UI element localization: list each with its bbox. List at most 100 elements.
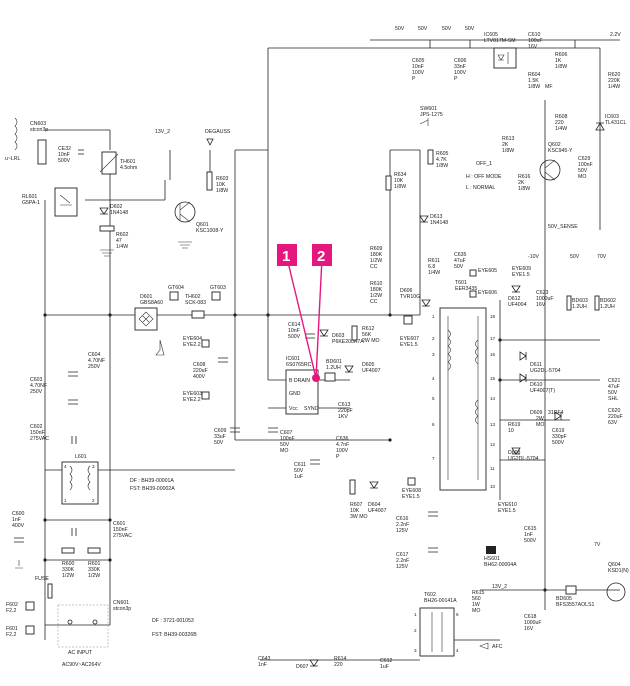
f601-label: F601 — [6, 626, 18, 632]
c603-label: C603 — [30, 377, 43, 383]
neg10v-label: -10V — [528, 254, 539, 260]
r600-watt: 1/2W — [62, 573, 74, 579]
r607-watt: 3W MO — [350, 514, 368, 520]
l-normal-note: L : NORMAL — [466, 185, 495, 191]
t602-label: T602 — [424, 592, 436, 598]
t601-pin3: 3 — [432, 352, 435, 357]
c623-voltage: 16V — [536, 302, 546, 308]
c600-capacitor-icon — [14, 537, 24, 543]
d610-label: D610 — [530, 382, 543, 388]
c608-value: 220uF — [193, 368, 208, 374]
c611-capacitor-icon — [310, 459, 320, 465]
hs601-value: BH62-00004A — [484, 562, 517, 568]
c615-value: 1nF — [524, 532, 533, 538]
q601-transistor-icon — [174, 201, 196, 223]
q602-label: Q602 — [548, 142, 561, 148]
c613-label: C613 — [338, 402, 351, 408]
c602-capacitor-icon — [71, 436, 77, 444]
rail-50v-3: 50V — [442, 26, 452, 32]
c616-capacitor-icon — [428, 511, 438, 517]
r611-watt: 1/4W — [428, 270, 440, 276]
r613-label: R613 — [502, 136, 515, 142]
q601-value: KSC1008-Y — [196, 228, 224, 234]
cn603-type: stcon3p — [30, 127, 48, 133]
t601-pin1: 1 — [432, 314, 435, 319]
c629-value: 100nF — [578, 162, 593, 168]
c605-value: 10nF — [412, 64, 424, 70]
t602-pin3: 3 — [414, 648, 417, 653]
bd605-value: BFS3557AOLS1 — [556, 602, 594, 608]
d612-label: D612 — [508, 296, 521, 302]
c620-voltage: 63V — [608, 420, 618, 426]
eye609-value: EYE1.5 — [512, 272, 530, 278]
c617-voltage: 125V — [396, 564, 409, 570]
fuse-icon — [47, 583, 53, 599]
r634-value: 10K — [394, 178, 404, 184]
c607-type: MO — [280, 448, 288, 454]
l601-pin2: 2 — [92, 498, 95, 503]
ic601-label: IC601 — [286, 356, 300, 362]
l601-pin1: 1 — [64, 498, 67, 503]
r613-watt: 1/8W — [502, 148, 514, 154]
t602-pin6: 6 — [456, 612, 459, 617]
r605-label: R605 — [436, 151, 449, 157]
ac-input-label: AC INPUT — [68, 650, 93, 656]
t601-pin10: 10 — [490, 484, 496, 489]
c603-capacitor-icon — [68, 399, 78, 405]
callout-1-leader — [286, 257, 317, 379]
eye608-value: EYE1.5 — [402, 494, 420, 500]
c636-value: 4.7nF — [336, 442, 349, 448]
primary-winding-icon — [447, 329, 451, 371]
d604-diode-icon — [369, 481, 379, 489]
c643-value: 1nF — [258, 662, 267, 668]
relay-degauss-block: CN603 stcon3p u~LRL CE32 10nF 500V TH601… — [5, 117, 231, 257]
eye609-label: EYE609 — [512, 266, 531, 272]
r605-value: 4.7K — [436, 157, 447, 163]
r615-value: 560 — [472, 596, 481, 602]
ac-input-frame — [57, 604, 109, 648]
c629-label: C629 — [578, 156, 591, 162]
t601-pin16: 16 — [490, 352, 496, 357]
eye610-label: EYE610 — [498, 502, 517, 508]
c618-label: C618 — [524, 614, 537, 620]
rl601-label: RL601 — [22, 194, 37, 200]
r601-value: 330K — [88, 567, 101, 573]
d608-value: UG2DL-5704 — [508, 456, 539, 462]
r609-label: R609 — [370, 246, 383, 252]
bd601-label: BD601 — [326, 359, 342, 365]
q604-label: Q604 — [608, 562, 621, 568]
c610-value: 100uF — [528, 38, 543, 44]
c614-value: 10nF — [288, 328, 300, 334]
ground-icon — [155, 339, 165, 356]
df1-note: DF : BH39-00001A — [130, 478, 174, 484]
c605-label: C605 — [412, 58, 425, 64]
t602-value: BH26-00141A — [424, 598, 457, 604]
transformer-core-icon — [447, 316, 479, 480]
callout-1-badge — [277, 244, 297, 266]
r605-resistor — [427, 149, 434, 165]
c604-capacitor-icon — [68, 371, 78, 377]
eye607-terminal — [403, 315, 413, 325]
ac-terminal-icon — [67, 619, 73, 625]
c606-value: 33nF — [454, 64, 466, 70]
r634-resistor — [385, 175, 392, 191]
c609-voltage: 50V — [214, 440, 224, 446]
q604-transistor-icon — [606, 582, 626, 602]
d610-diode-icon — [519, 373, 527, 383]
bd605-label: BD605 — [556, 596, 572, 602]
t601-pin6: 6 — [432, 422, 435, 427]
f602-value: F2.2 — [6, 608, 16, 614]
ic601-pin-vcc: Vcc — [289, 406, 298, 412]
c608-voltage: 400V — [193, 374, 206, 380]
off1-label: OFF_1 — [476, 161, 492, 167]
c611-label: C611 — [294, 462, 306, 468]
r619-label: R619 — [508, 422, 521, 428]
f601-terminal — [25, 625, 35, 635]
c603-value: 4.70NF — [30, 383, 47, 389]
bd605-bead — [565, 585, 577, 595]
sw601-label: SW601 — [420, 106, 437, 112]
d605-label: D605 — [362, 362, 375, 368]
r606-value: 1K — [555, 58, 562, 64]
degauss-label: DEGAUSS — [205, 129, 231, 135]
afc-arrow-icon — [479, 642, 489, 650]
